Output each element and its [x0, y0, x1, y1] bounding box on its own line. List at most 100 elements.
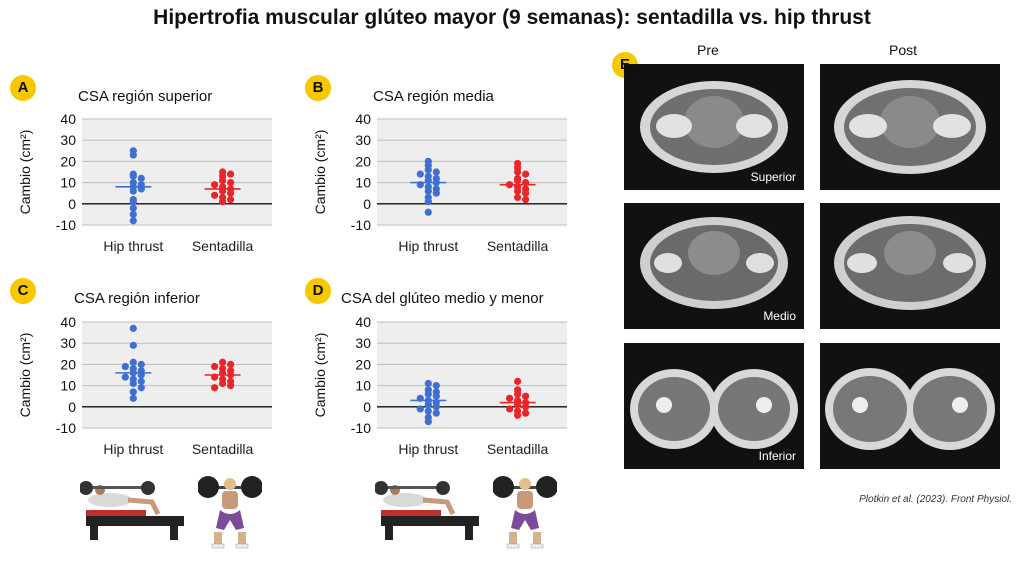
x-category-label: Sentadilla	[192, 441, 254, 457]
data-point	[514, 187, 522, 195]
y-tick-label: 40	[355, 111, 371, 127]
panel-badge: A	[10, 75, 36, 101]
data-point	[227, 195, 235, 204]
y-tick-label: 0	[363, 399, 371, 415]
data-point	[211, 362, 219, 371]
data-point	[424, 379, 432, 388]
data-point	[432, 392, 440, 400]
y-tick-label: 10	[60, 175, 76, 191]
y-tick-label: 30	[355, 132, 371, 148]
data-point	[514, 193, 522, 202]
data-point	[514, 411, 522, 419]
data-point	[424, 187, 432, 195]
data-point	[514, 377, 522, 385]
y-tick-label: 30	[60, 335, 76, 351]
data-point	[227, 382, 235, 390]
data-point	[219, 176, 227, 185]
data-point	[424, 390, 432, 398]
panel-title: CSA región superior	[78, 88, 213, 105]
mri-image-pre-superior: Superior	[624, 64, 804, 190]
y-axis-label: Cambio (cm²)	[312, 333, 328, 418]
data-point	[506, 405, 514, 413]
data-point	[219, 379, 227, 388]
data-point	[227, 170, 235, 178]
column-header-pre: Pre	[697, 42, 719, 58]
data-point	[129, 394, 137, 402]
y-tick-label: 10	[355, 378, 371, 394]
data-point	[219, 198, 227, 206]
data-point	[129, 341, 137, 349]
mri-image-post-medio	[820, 203, 1000, 329]
data-point	[506, 394, 514, 402]
data-point	[514, 176, 522, 185]
mri-row-label: Inferior	[758, 449, 796, 463]
mri-row-label: Medio	[763, 309, 796, 323]
data-point	[522, 409, 530, 417]
y-tick-label: -10	[351, 217, 371, 233]
y-axis-label: Cambio (cm²)	[312, 130, 328, 215]
panel-title: CSA región inferior	[74, 290, 200, 307]
y-tick-label: -10	[351, 420, 371, 436]
y-tick-label: 10	[60, 378, 76, 394]
data-point	[416, 170, 424, 178]
mri-row-label: Superior	[750, 170, 796, 184]
plot-area	[82, 322, 272, 428]
data-point	[522, 403, 530, 411]
squat-illustration	[198, 476, 262, 549]
data-point	[211, 384, 219, 392]
data-point	[129, 210, 137, 218]
data-point	[432, 382, 440, 390]
y-axis-label: Cambio (cm²)	[17, 333, 33, 418]
panel-title: CSA del glúteo medio y menor	[341, 290, 544, 307]
data-point	[424, 166, 432, 174]
figure-title: Hipertrofia muscular glúteo mayor (9 sem…	[153, 6, 871, 29]
data-point	[129, 379, 137, 388]
x-category-label: Sentadilla	[192, 238, 254, 254]
y-tick-label: 0	[68, 399, 76, 415]
data-point	[227, 360, 235, 368]
hip-thrust-illustration	[375, 481, 479, 540]
y-tick-label: -10	[56, 217, 76, 233]
x-category-label: Hip thrust	[103, 441, 163, 457]
data-point	[432, 168, 440, 176]
data-point	[121, 362, 129, 371]
y-tick-label: -10	[56, 420, 76, 436]
x-category-label: Hip thrust	[398, 441, 458, 457]
data-point	[129, 204, 137, 212]
plot-area	[377, 322, 567, 428]
y-tick-label: 20	[355, 356, 371, 372]
column-header-post: Post	[889, 42, 918, 58]
x-category-label: Hip thrust	[398, 238, 458, 254]
data-point	[522, 392, 530, 400]
data-point	[432, 189, 440, 197]
y-tick-label: 10	[355, 175, 371, 191]
y-tick-label: 20	[355, 153, 371, 169]
data-point	[121, 373, 129, 381]
data-point	[129, 187, 137, 195]
panel-title: CSA región media	[373, 88, 494, 105]
data-point	[424, 418, 432, 426]
data-point	[424, 407, 432, 415]
data-point	[129, 198, 137, 206]
panel-badge: D	[305, 278, 331, 304]
panel-badge: C	[10, 278, 36, 304]
data-point	[129, 358, 137, 366]
panel-badge: B	[305, 75, 331, 101]
data-point	[227, 179, 235, 187]
data-point	[137, 384, 145, 392]
mri-image-post-superior	[820, 64, 1000, 190]
squat-illustration	[493, 476, 557, 549]
y-tick-label: 20	[60, 153, 76, 169]
hip-thrust-illustration	[80, 481, 184, 540]
data-point	[211, 181, 219, 189]
mri-image-post-inferior	[820, 343, 1000, 469]
mri-image-pre-inferior: Inferior	[624, 343, 804, 469]
citation: Plotkin et al. (2023). Front Physiol.	[859, 494, 1012, 505]
y-tick-label: 30	[60, 132, 76, 148]
